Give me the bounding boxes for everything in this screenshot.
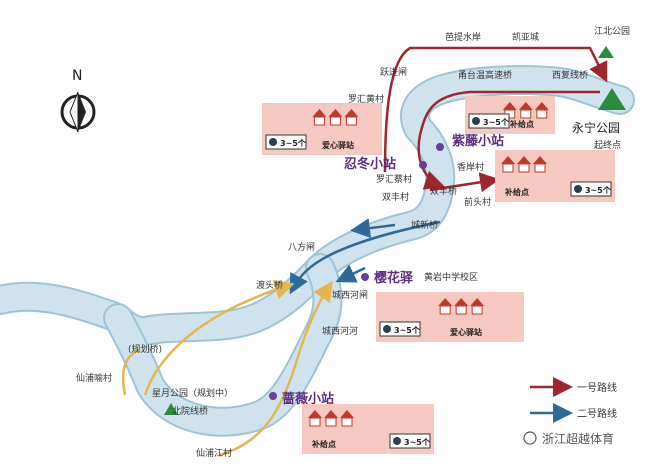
service-card-card1: 3~5个 爱心驿站 bbox=[262, 103, 382, 155]
card-title: 补给点 bbox=[504, 187, 529, 197]
label-bafang-zha: 八方闸 bbox=[288, 241, 315, 253]
jiangbei-park-icon bbox=[598, 46, 614, 58]
stall-icon bbox=[517, 156, 531, 164]
yongning-park-icon bbox=[598, 88, 626, 110]
label-xianpu-jiangcun: 仙浦江村 bbox=[196, 447, 232, 459]
legend-route2: 二号路线 bbox=[577, 407, 617, 420]
label-jiangbei-park: 江北公园 bbox=[594, 26, 630, 37]
label-kaiyacheng: 凯亚城 bbox=[512, 31, 539, 43]
people-count-box bbox=[389, 433, 431, 449]
station-names: 紫藤小站 忍冬小站 樱花驿 蔷薇小站 bbox=[282, 133, 504, 407]
label-start-end: 起终点 bbox=[594, 139, 621, 151]
people-count-box bbox=[468, 113, 510, 129]
stall-icon bbox=[501, 156, 515, 164]
person-icon bbox=[472, 117, 480, 125]
label-yongning-park: 永宁公园 bbox=[572, 120, 620, 135]
station-zitang: 紫藤小站 bbox=[452, 133, 504, 149]
label-yongtai-bridge: 甬台温高速桥 bbox=[458, 69, 512, 81]
people-count-box bbox=[570, 181, 612, 197]
xingyue-park-icon bbox=[164, 403, 178, 415]
card-count: 3~5个 bbox=[404, 437, 431, 447]
label-chengxi-river: 城西河河 bbox=[322, 325, 358, 337]
card-count: 3~5个 bbox=[394, 325, 421, 335]
label-shuangfeng-cun: 双丰村 bbox=[382, 191, 409, 203]
station-qiangwei: 蔷薇小站 bbox=[282, 391, 334, 407]
stall-icon bbox=[312, 109, 327, 117]
stall-icon bbox=[518, 102, 533, 110]
compass-north-label: N bbox=[72, 68, 82, 84]
card-count: 3~5个 bbox=[280, 138, 307, 148]
station-dots bbox=[269, 143, 444, 400]
service-cards: 3~5个爱心驿站3~5个补给点3~5个补给点3~5个爱心驿站3~5个补给点 bbox=[262, 96, 615, 454]
stall-icon bbox=[470, 298, 485, 306]
stall-icon bbox=[344, 109, 359, 117]
route-1 bbox=[383, 46, 608, 193]
card-title: 补给点 bbox=[311, 439, 336, 449]
stall-icon bbox=[533, 156, 547, 164]
person-icon bbox=[574, 185, 582, 193]
person-icon bbox=[269, 138, 277, 146]
stall-icon bbox=[328, 109, 343, 117]
label-xingyue-park: 星月公园（规划中） bbox=[152, 387, 233, 399]
river bbox=[0, 65, 635, 437]
label-batishuian: 芭提水岸 bbox=[445, 31, 481, 43]
label-xifu-bridge: 西复线桥 bbox=[552, 69, 588, 81]
label-yuejinzha: 跃进闸 bbox=[380, 67, 407, 78]
compass: N bbox=[60, 68, 96, 133]
label-chengxin-bridge: 城新桥 bbox=[411, 219, 438, 231]
label-qiantou: 前头村 bbox=[464, 196, 491, 208]
label-huangyan-school: 黄岩中学校区 bbox=[424, 271, 478, 283]
card-title: 补给点 bbox=[509, 119, 534, 129]
stall-icon bbox=[534, 102, 549, 110]
people-count-box bbox=[265, 134, 307, 150]
station-rendong: 忍冬小站 bbox=[344, 156, 396, 172]
service-card-card3: 3~5个补给点 bbox=[465, 96, 555, 134]
service-card-card4: 3~5个 爱心驿站 bbox=[376, 292, 524, 342]
label-luohui-cai: 罗汇蔡村 bbox=[376, 173, 412, 185]
stall-icon bbox=[308, 410, 322, 418]
service-card-card5: 3~5个 补给点 bbox=[302, 404, 434, 454]
card-count: 3~5个 bbox=[483, 117, 510, 127]
place-labels: 芭提水岸 凯亚城 江北公园 跃进闸 甬台温高速桥 西复线桥 永宁公园 起终点 罗… bbox=[76, 26, 630, 459]
person-icon bbox=[393, 437, 401, 445]
label-xiangan: 香岸村 bbox=[457, 161, 484, 173]
label-chengxi-zha: 城西河闸 bbox=[332, 289, 368, 301]
label-beiyuan-bridge: 北院线桥 bbox=[172, 405, 208, 417]
label-shuangfeng-bridge: 双丰桥 bbox=[430, 185, 457, 197]
stall-icon bbox=[502, 102, 517, 110]
label-luohui-huang: 罗汇黄村 bbox=[348, 93, 384, 105]
route-2 bbox=[289, 218, 441, 295]
stall-icon bbox=[438, 298, 453, 306]
stall-icon bbox=[324, 410, 338, 418]
watermark-text: 浙江超越体育 bbox=[542, 431, 614, 446]
label-guihua-bridge: (规划桥) bbox=[128, 343, 162, 355]
station-yinghua: 樱花驿 bbox=[374, 270, 414, 286]
watermark: 浙江超越体育 bbox=[523, 431, 614, 446]
legend: 一号路线 二号路线 bbox=[530, 377, 617, 423]
card-title: 爱心驿站 bbox=[322, 140, 354, 150]
service-card-card2: 3~5个 补给点 bbox=[495, 150, 615, 202]
card-count: 3~5个 bbox=[585, 185, 612, 195]
card-title: 爱心驿站 bbox=[450, 327, 482, 337]
legend-route1: 一号路线 bbox=[577, 381, 617, 394]
label-dutou-bridge: 渡头桥 bbox=[256, 279, 283, 291]
people-count-box bbox=[379, 321, 421, 337]
stall-icon bbox=[340, 410, 354, 418]
person-icon bbox=[383, 325, 391, 333]
stall-icon bbox=[454, 298, 469, 306]
label-xianpu-yucun: 仙浦喻村 bbox=[76, 372, 112, 384]
route-extra bbox=[121, 279, 333, 457]
